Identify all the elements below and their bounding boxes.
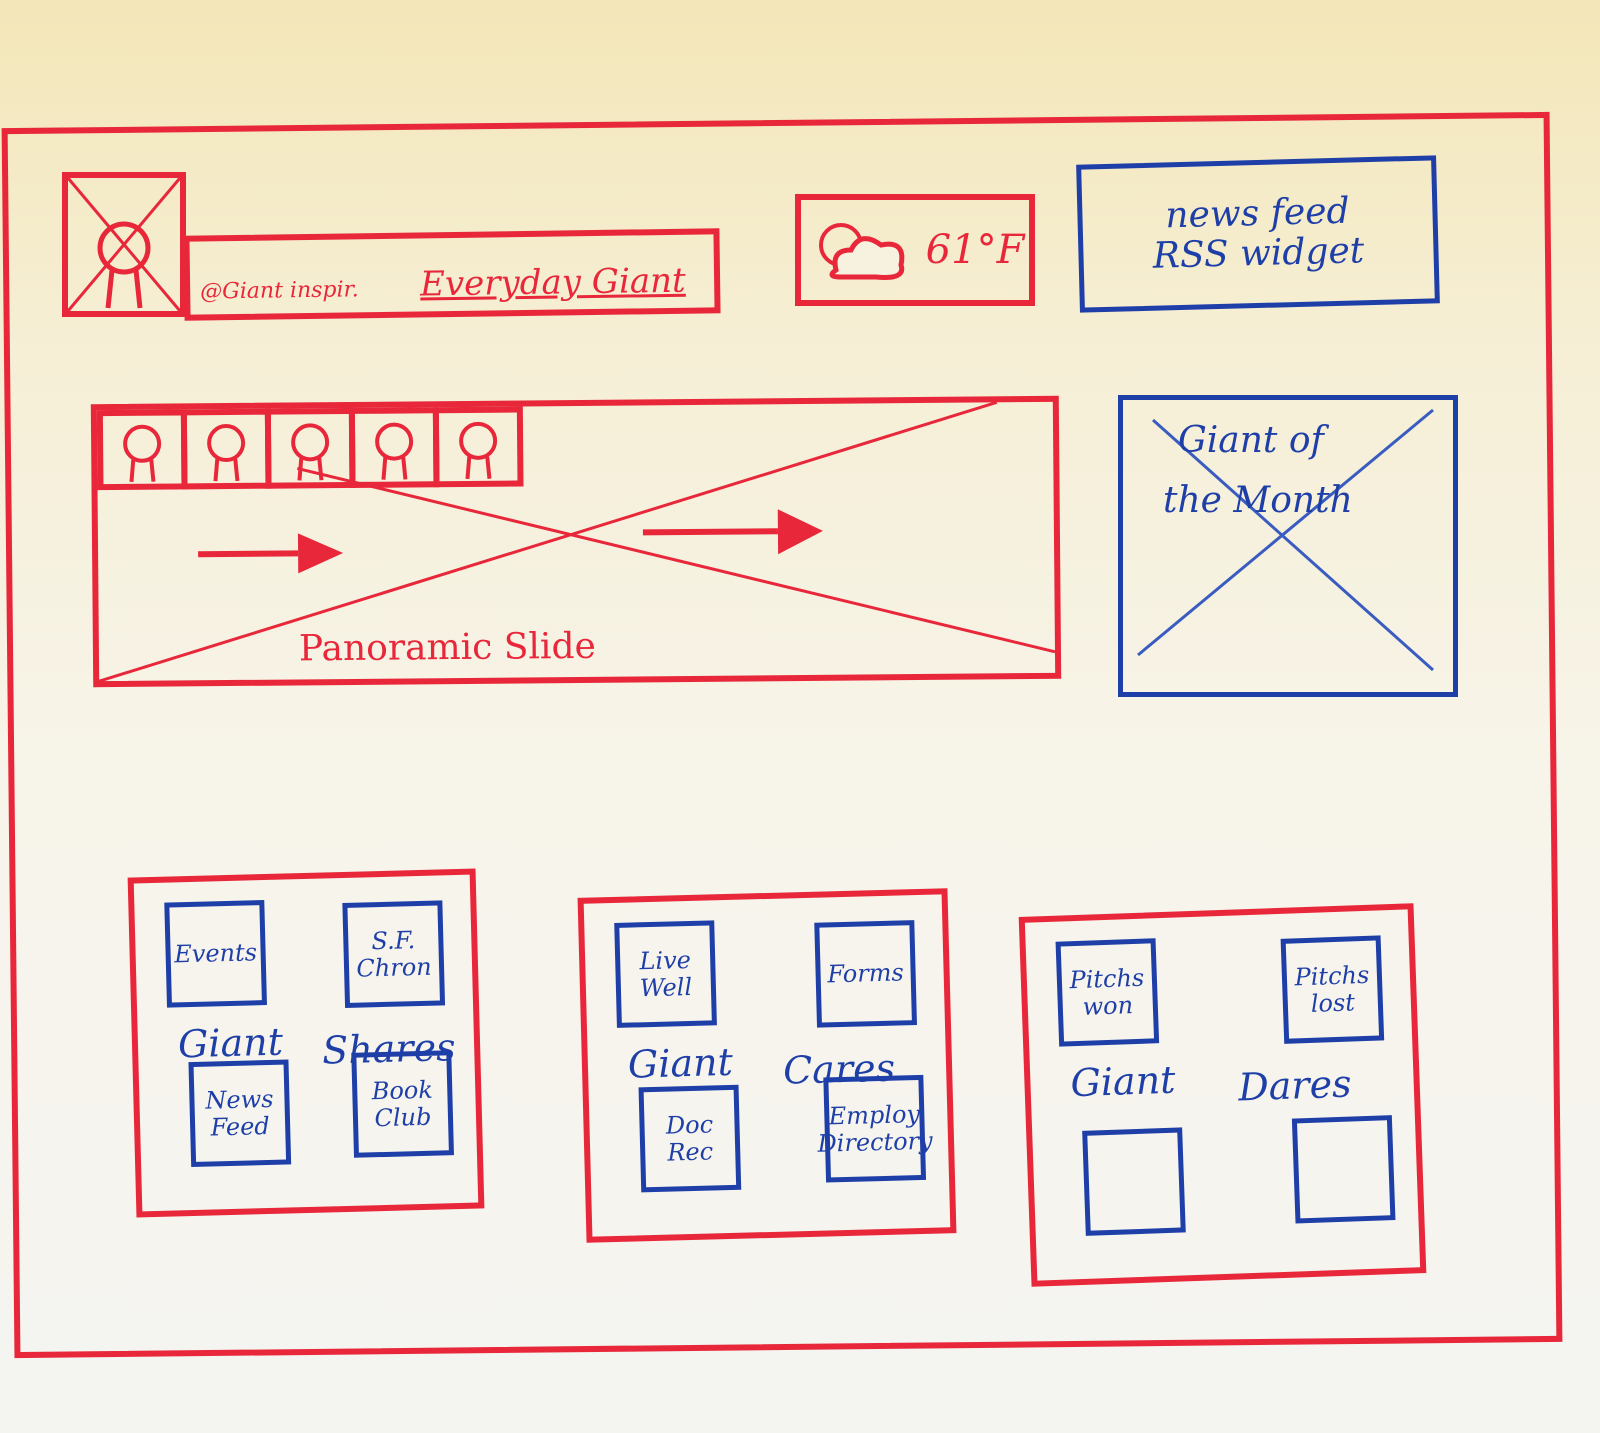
section-tile[interactable]: Book Club (351, 1050, 454, 1158)
section-tile[interactable] (1291, 1115, 1396, 1224)
section-title-a: Giant (1069, 1057, 1177, 1106)
section-tile[interactable]: Pitchs won (1055, 938, 1160, 1047)
header-handle: @Giant inspir. (200, 277, 359, 305)
tile-label: Events (173, 938, 258, 969)
sun-cloud-icon (818, 223, 904, 280)
person-icon (375, 422, 414, 480)
tile-label: Forms (827, 958, 905, 989)
slide-thumbnail[interactable] (96, 409, 188, 491)
tile-label: Live Well (639, 946, 693, 1002)
section-tile[interactable] (1082, 1127, 1186, 1236)
section-title-a: Giant (627, 1039, 734, 1087)
person-icon (291, 423, 330, 481)
weather-temperature: 61°F (925, 227, 1025, 273)
section-tile[interactable]: Doc Rec (638, 1084, 742, 1193)
placeholder-cross-icon (98, 400, 1056, 683)
section-tile[interactable]: Forms (814, 920, 917, 1028)
tile-label: Pitchs won (1069, 963, 1145, 1021)
feature-label-line2: the Month (1163, 480, 1353, 521)
person-icon (97, 221, 151, 309)
slide-thumbnail[interactable] (348, 407, 440, 488)
placeholder-cross-icon (1137, 408, 1434, 672)
feature-label-line1: Giant of (1178, 420, 1324, 461)
weather-widget: 61°F (795, 194, 1035, 306)
site-title: Everyday Giant (419, 260, 686, 305)
tile-label: Book Club (371, 1075, 434, 1132)
section-tile[interactable]: S.F. Chron (342, 900, 446, 1008)
section-tile[interactable]: Employ Directory (817, 1074, 933, 1183)
thumbnail-strip (96, 406, 524, 491)
slide-thumbnail[interactable] (180, 408, 272, 490)
logo-image-placeholder (62, 172, 186, 317)
slider-label: Panoramic Slide (298, 625, 597, 670)
news-feed-rss-widget[interactable]: news feed RSS widget (1076, 155, 1440, 313)
section-tile[interactable]: Pitchs lost (1280, 935, 1385, 1044)
header-bar: @Giant inspir. Everyday Giant (183, 228, 721, 321)
section-title-b: Dares (1237, 1061, 1353, 1110)
news-widget-line2: RSS widget (1152, 230, 1365, 277)
tile-label: Pitchs lost (1294, 960, 1370, 1018)
next-arrow-icon (198, 533, 344, 574)
giant-of-the-month[interactable]: Giant of the Month (1118, 395, 1458, 697)
person-icon (207, 424, 246, 482)
tile-label: S.F. Chron (356, 926, 432, 983)
section-tile[interactable]: News Feed (188, 1059, 292, 1168)
tile-label: News Feed (205, 1084, 274, 1142)
person-icon (459, 421, 498, 480)
slide-thumbnail[interactable] (264, 407, 356, 489)
person-icon (123, 424, 162, 483)
news-widget-line1: news feed (1164, 191, 1351, 237)
section-tile[interactable]: Events (164, 900, 267, 1008)
section-tile[interactable]: Live Well (614, 920, 717, 1028)
panoramic-slider[interactable]: Panoramic Slide (90, 395, 1062, 688)
slide-thumbnail[interactable] (432, 406, 524, 488)
tile-label: Doc Rec (665, 1110, 714, 1167)
tile-label: Employ Directory (817, 1100, 933, 1158)
next-arrow-icon (642, 509, 823, 555)
placeholder-cross-icon (66, 177, 182, 312)
